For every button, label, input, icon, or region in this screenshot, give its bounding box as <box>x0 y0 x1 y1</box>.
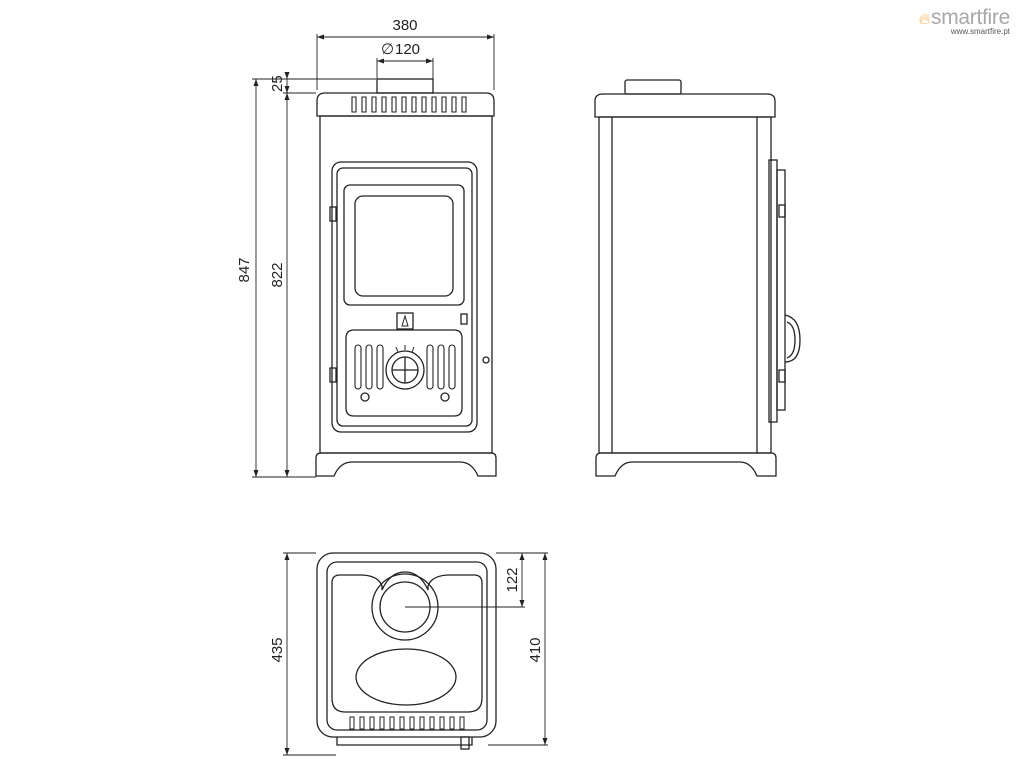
dim-body-height: 822 <box>269 262 286 287</box>
dim-flue-offset: 122 <box>504 567 521 592</box>
dim-depth-body: 410 <box>527 637 544 662</box>
dim-depth-total: 435 <box>269 637 286 662</box>
dimension-lines <box>252 34 548 756</box>
side-view <box>594 79 801 477</box>
flame-icon: 🔥︎ <box>918 11 931 28</box>
brand-logo: 🔥︎smartfire www.smartfire.pt <box>918 6 1011 36</box>
diameter-symbol: ∅ <box>381 41 394 58</box>
dim-flue-height: 25 <box>269 75 286 92</box>
dim-flue-diameter: 120 <box>395 41 420 58</box>
air-vent-slots-right <box>426 344 456 390</box>
brand-url: www.smartfire.pt <box>950 27 1010 36</box>
front-view <box>315 78 497 477</box>
brand-name: 🔥︎smartfire <box>918 6 1011 30</box>
top-view <box>316 552 497 750</box>
air-vent-slots-left <box>354 344 384 390</box>
top-view-grille <box>349 716 465 730</box>
dim-total-height: 847 <box>236 257 253 282</box>
dim-width-top: 380 <box>392 17 417 34</box>
top-grille <box>351 96 467 113</box>
air-control-knob <box>385 345 425 390</box>
dimension-arrows <box>253 34 548 755</box>
brand-name-text: smartfire <box>931 6 1010 29</box>
